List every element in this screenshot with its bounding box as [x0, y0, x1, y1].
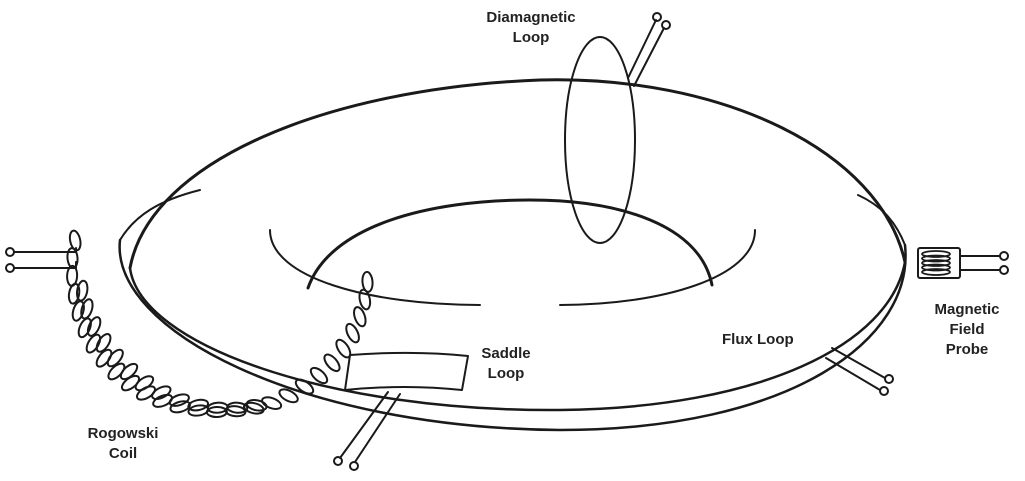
flux-loop	[825, 347, 894, 396]
probe-frame	[917, 247, 961, 279]
flux-lead	[831, 347, 886, 379]
torus-hole-upper	[306, 198, 714, 290]
rogowski-terminal	[5, 247, 15, 257]
label-line: Saddle	[481, 345, 531, 362]
label-flux-loop: Flux Loop	[722, 331, 794, 348]
diamagnetic-terminal	[652, 12, 662, 22]
diamagnetic-loop	[564, 12, 671, 244]
torus-hole-inner-left	[269, 229, 481, 306]
torus-outer-top	[128, 78, 907, 270]
label-line: Magnetic	[934, 301, 1000, 318]
rogowski-turn	[353, 306, 367, 328]
label-rogowski-coil: Rogowski Coil	[78, 424, 168, 464]
rogowski-turn	[151, 385, 172, 401]
rogowski-turn	[152, 393, 174, 408]
magnetic-field-probe	[917, 247, 1009, 279]
rogowski-turn	[187, 398, 210, 412]
rogowski-turn	[86, 316, 102, 337]
rogowski-lead	[13, 247, 77, 253]
torus	[118, 78, 907, 432]
label-line: Probe	[945, 341, 989, 358]
probe-winding	[921, 250, 951, 258]
probe-winding	[921, 263, 951, 272]
diamagnetic-lead	[627, 19, 657, 79]
label-line: Loop	[512, 29, 550, 46]
saddle-terminal	[333, 456, 343, 466]
rogowski-turn	[278, 388, 299, 404]
rogowski-turn	[309, 366, 329, 385]
diamagnetic-loop-ring	[564, 36, 636, 244]
torus-hole-inner-right	[559, 229, 756, 306]
rogowski-turn	[107, 362, 126, 381]
probe-winding	[921, 254, 951, 263]
rogowski-terminal	[5, 263, 15, 273]
diamagnetic-terminal	[661, 20, 671, 30]
saddle-terminal	[349, 461, 359, 471]
saddle-loop	[333, 351, 469, 471]
rogowski-turn	[345, 322, 360, 344]
rogowski-turn	[106, 348, 124, 368]
rogowski-turn	[361, 270, 374, 293]
label-line: Loop	[487, 365, 525, 382]
label-diamagnetic-loop: Diamagnetic Loop	[486, 8, 576, 48]
diamagnetic-lead	[633, 27, 665, 87]
probe-terminal	[999, 265, 1009, 275]
rogowski-turn	[358, 288, 372, 311]
rogowski-turn	[323, 353, 341, 373]
rogowski-turn	[245, 399, 268, 412]
label-line: Rogowski	[87, 425, 159, 442]
rogowski-turn	[294, 378, 315, 395]
rogowski-turn	[119, 362, 139, 381]
label-saddle-loop: Saddle Loop	[474, 344, 538, 384]
probe-winding	[921, 268, 951, 276]
rogowski-turn	[168, 393, 190, 407]
rogowski-leads	[5, 247, 77, 273]
rogowski-turn	[226, 401, 249, 414]
label-magnetic-field-probe: Magnetic Field Probe	[922, 300, 1012, 360]
torus-base-rim-left	[119, 189, 201, 241]
rogowski-turn	[95, 333, 112, 353]
saddle-lead	[354, 393, 401, 463]
probe-terminal	[999, 251, 1009, 261]
label-line: Field	[949, 321, 985, 338]
saddle-lead	[339, 391, 389, 459]
rogowski-turn	[77, 317, 92, 339]
torus-base-rim-right	[857, 194, 906, 246]
rogowski-turn	[80, 298, 94, 320]
rogowski-lead	[13, 261, 77, 269]
probe-windings	[921, 250, 951, 276]
label-line: Coil	[108, 445, 138, 462]
rogowski-turn	[261, 396, 283, 410]
probe-winding	[921, 259, 951, 267]
saddle-loop-patch	[344, 351, 469, 391]
rogowski-turn	[68, 229, 82, 252]
flux-terminal	[884, 374, 894, 384]
rogowski-turn	[67, 282, 81, 305]
label-line: Diamagnetic	[486, 9, 576, 26]
flux-lead	[825, 357, 881, 391]
rogowski-turn	[134, 375, 155, 392]
rogowski-coil	[66, 229, 374, 419]
torus-outer-bottom	[128, 260, 907, 412]
rogowski-turn	[75, 279, 89, 302]
flux-terminal	[879, 386, 889, 396]
torus-base-rim	[118, 238, 907, 432]
